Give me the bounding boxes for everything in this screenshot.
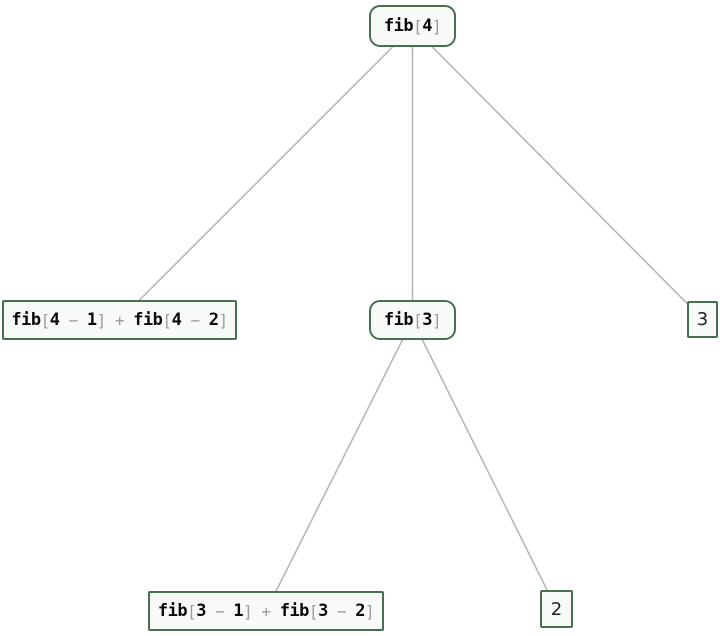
node-label-part: + — [105, 310, 134, 330]
edge-fib4-to-leaf3 — [411, 26, 704, 320]
node-label-part: + — [252, 601, 280, 621]
node-label-part: − — [181, 310, 209, 330]
node-label-part: fib — [383, 310, 414, 330]
edge-fib3-to-expansion — [265, 319, 414, 612]
node-label-part: 1 — [86, 310, 97, 330]
node-label-part: fib — [11, 310, 41, 330]
node-label-part: fib — [157, 601, 188, 621]
node-label-part: [ — [308, 601, 319, 621]
node-label-part: ] — [96, 310, 107, 330]
node-label-part: 2 — [550, 598, 563, 620]
node-label-part: 4 — [171, 310, 182, 330]
node-label-part: [ — [413, 16, 423, 36]
edge-fib4-to-expansion — [118, 26, 414, 321]
node-label-part: [ — [413, 310, 423, 330]
tree-node-leaf-3: 3 — [687, 301, 718, 338]
node-label-part: ] — [364, 601, 375, 621]
node-label-part: ] — [243, 601, 253, 621]
node-label-part: 3 — [196, 601, 206, 621]
tree-node-leaf-2: 2 — [540, 590, 573, 628]
node-label-part: 4 — [422, 16, 432, 36]
node-label-part: − — [206, 601, 234, 621]
node-label-part: fib — [279, 601, 310, 621]
node-label-part: fib — [133, 310, 163, 330]
tree-node-fib4: fib[4] — [369, 5, 456, 47]
node-label-part: 4 — [49, 310, 60, 330]
edge-fib3-to-leaf2 — [411, 319, 558, 610]
node-label-part: 3 — [422, 310, 432, 330]
node-label-part: ] — [431, 16, 442, 36]
node-label-part: − — [327, 601, 356, 621]
node-label-part: − — [59, 310, 87, 330]
node-label-part: ] — [218, 310, 228, 330]
node-label-part: 3 — [318, 601, 328, 621]
tree-node-fib3: fib[3] — [369, 300, 456, 340]
node-label-part: 3 — [696, 309, 709, 330]
node-label-part: fib — [383, 16, 414, 36]
node-label-part: ] — [431, 310, 442, 330]
node-label-part: 2 — [355, 601, 365, 621]
node-label-part: [ — [40, 310, 51, 330]
node-label-part: 1 — [233, 601, 244, 621]
node-label-part: 2 — [208, 310, 219, 330]
node-label-part: [ — [162, 310, 172, 330]
tree-node-fib3-expansion: fib[3 − 1] + fib[3 − 2] — [148, 591, 384, 631]
node-label-part: [ — [187, 601, 197, 621]
tree-node-fib4-expansion: fib[4 − 1] + fib[4 − 2] — [2, 300, 237, 340]
